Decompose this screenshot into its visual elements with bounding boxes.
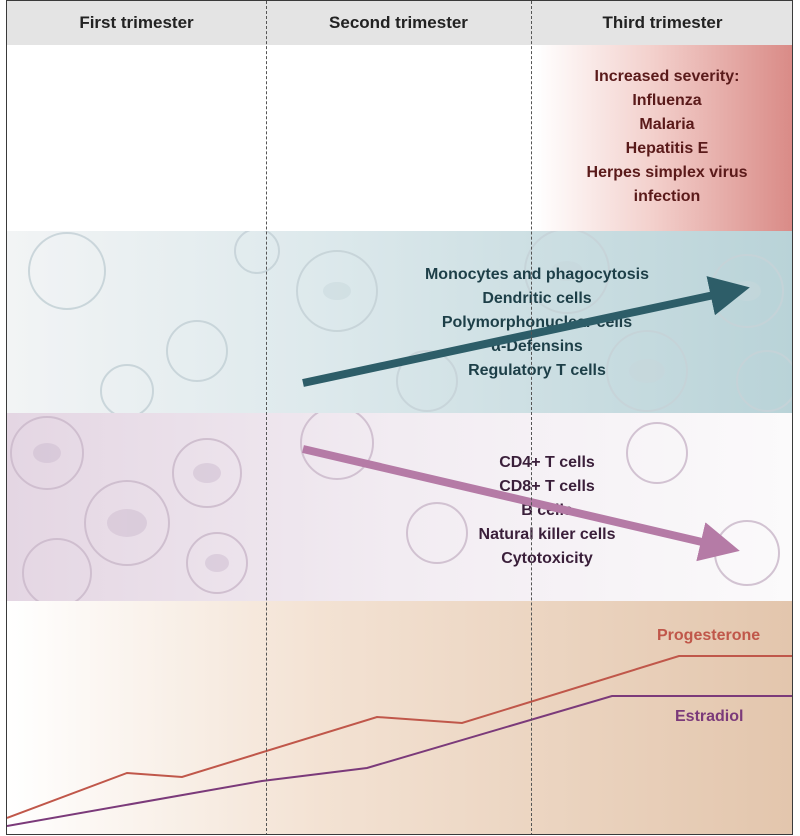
trimester-label-first: First trimester: [79, 13, 194, 32]
increased-item: Monocytes and phagocytosis: [424, 266, 650, 283]
trimester-header: First trimester Second trimester Third t…: [7, 1, 792, 46]
increased-item: Dendritic cells: [482, 290, 592, 307]
severity-item: Influenza: [632, 92, 702, 109]
overlay-graphics: [7, 276, 792, 827]
severity-list: Increased severity: Influenza Malaria He…: [552, 65, 782, 209]
decrease-arrow: [302, 445, 740, 562]
severity-item: Herpes simplex virus: [586, 164, 748, 181]
cell-background-illustration: [28, 231, 792, 413]
severity-panel: Increased severity: Influenza Malaria He…: [7, 45, 792, 232]
increased-item: α-Defensins: [491, 338, 583, 355]
severity-item: infection: [633, 188, 701, 205]
figure-frame: First trimester Second trimester Third t…: [6, 0, 793, 835]
trimester-divider: [266, 1, 267, 834]
decreased-cells-list: CD4+ T cells CD8+ T cells B cells Natura…: [442, 451, 652, 571]
severity-gradient: [537, 45, 792, 231]
decreased-item: CD8+ T cells: [499, 478, 595, 495]
estradiol-curve: [7, 695, 792, 827]
progesterone-curve: [7, 655, 792, 819]
severity-item: Hepatitis E: [625, 140, 709, 157]
progesterone-label: Progesterone: [657, 627, 761, 644]
estradiol-label: Estradiol: [675, 708, 744, 725]
trimester-label-second: Second trimester: [329, 13, 468, 32]
increased-cells-list: Monocytes and phagocytosis Dendritic cel…: [402, 263, 672, 383]
trimester-label-third: Third trimester: [602, 13, 723, 32]
increased-item: Regulatory T cells: [468, 362, 606, 379]
decreased-cells-panel: CD4+ T cells CD8+ T cells B cells Natura…: [7, 413, 792, 602]
decreased-item: Natural killer cells: [478, 526, 616, 543]
severity-heading: Increased severity:: [594, 68, 740, 85]
increased-cells-panel: Monocytes and phagocytosis Dendritic cel…: [7, 231, 792, 414]
increase-arrow: [302, 276, 750, 387]
decreased-item: CD4+ T cells: [499, 454, 595, 471]
severity-item: Malaria: [639, 116, 695, 133]
trimester-divider: [531, 1, 532, 834]
hormone-panel: Progesterone Estradiol: [7, 601, 792, 834]
decreased-item: Cytotoxicity: [501, 550, 593, 567]
cell-background-illustration: [10, 413, 780, 601]
